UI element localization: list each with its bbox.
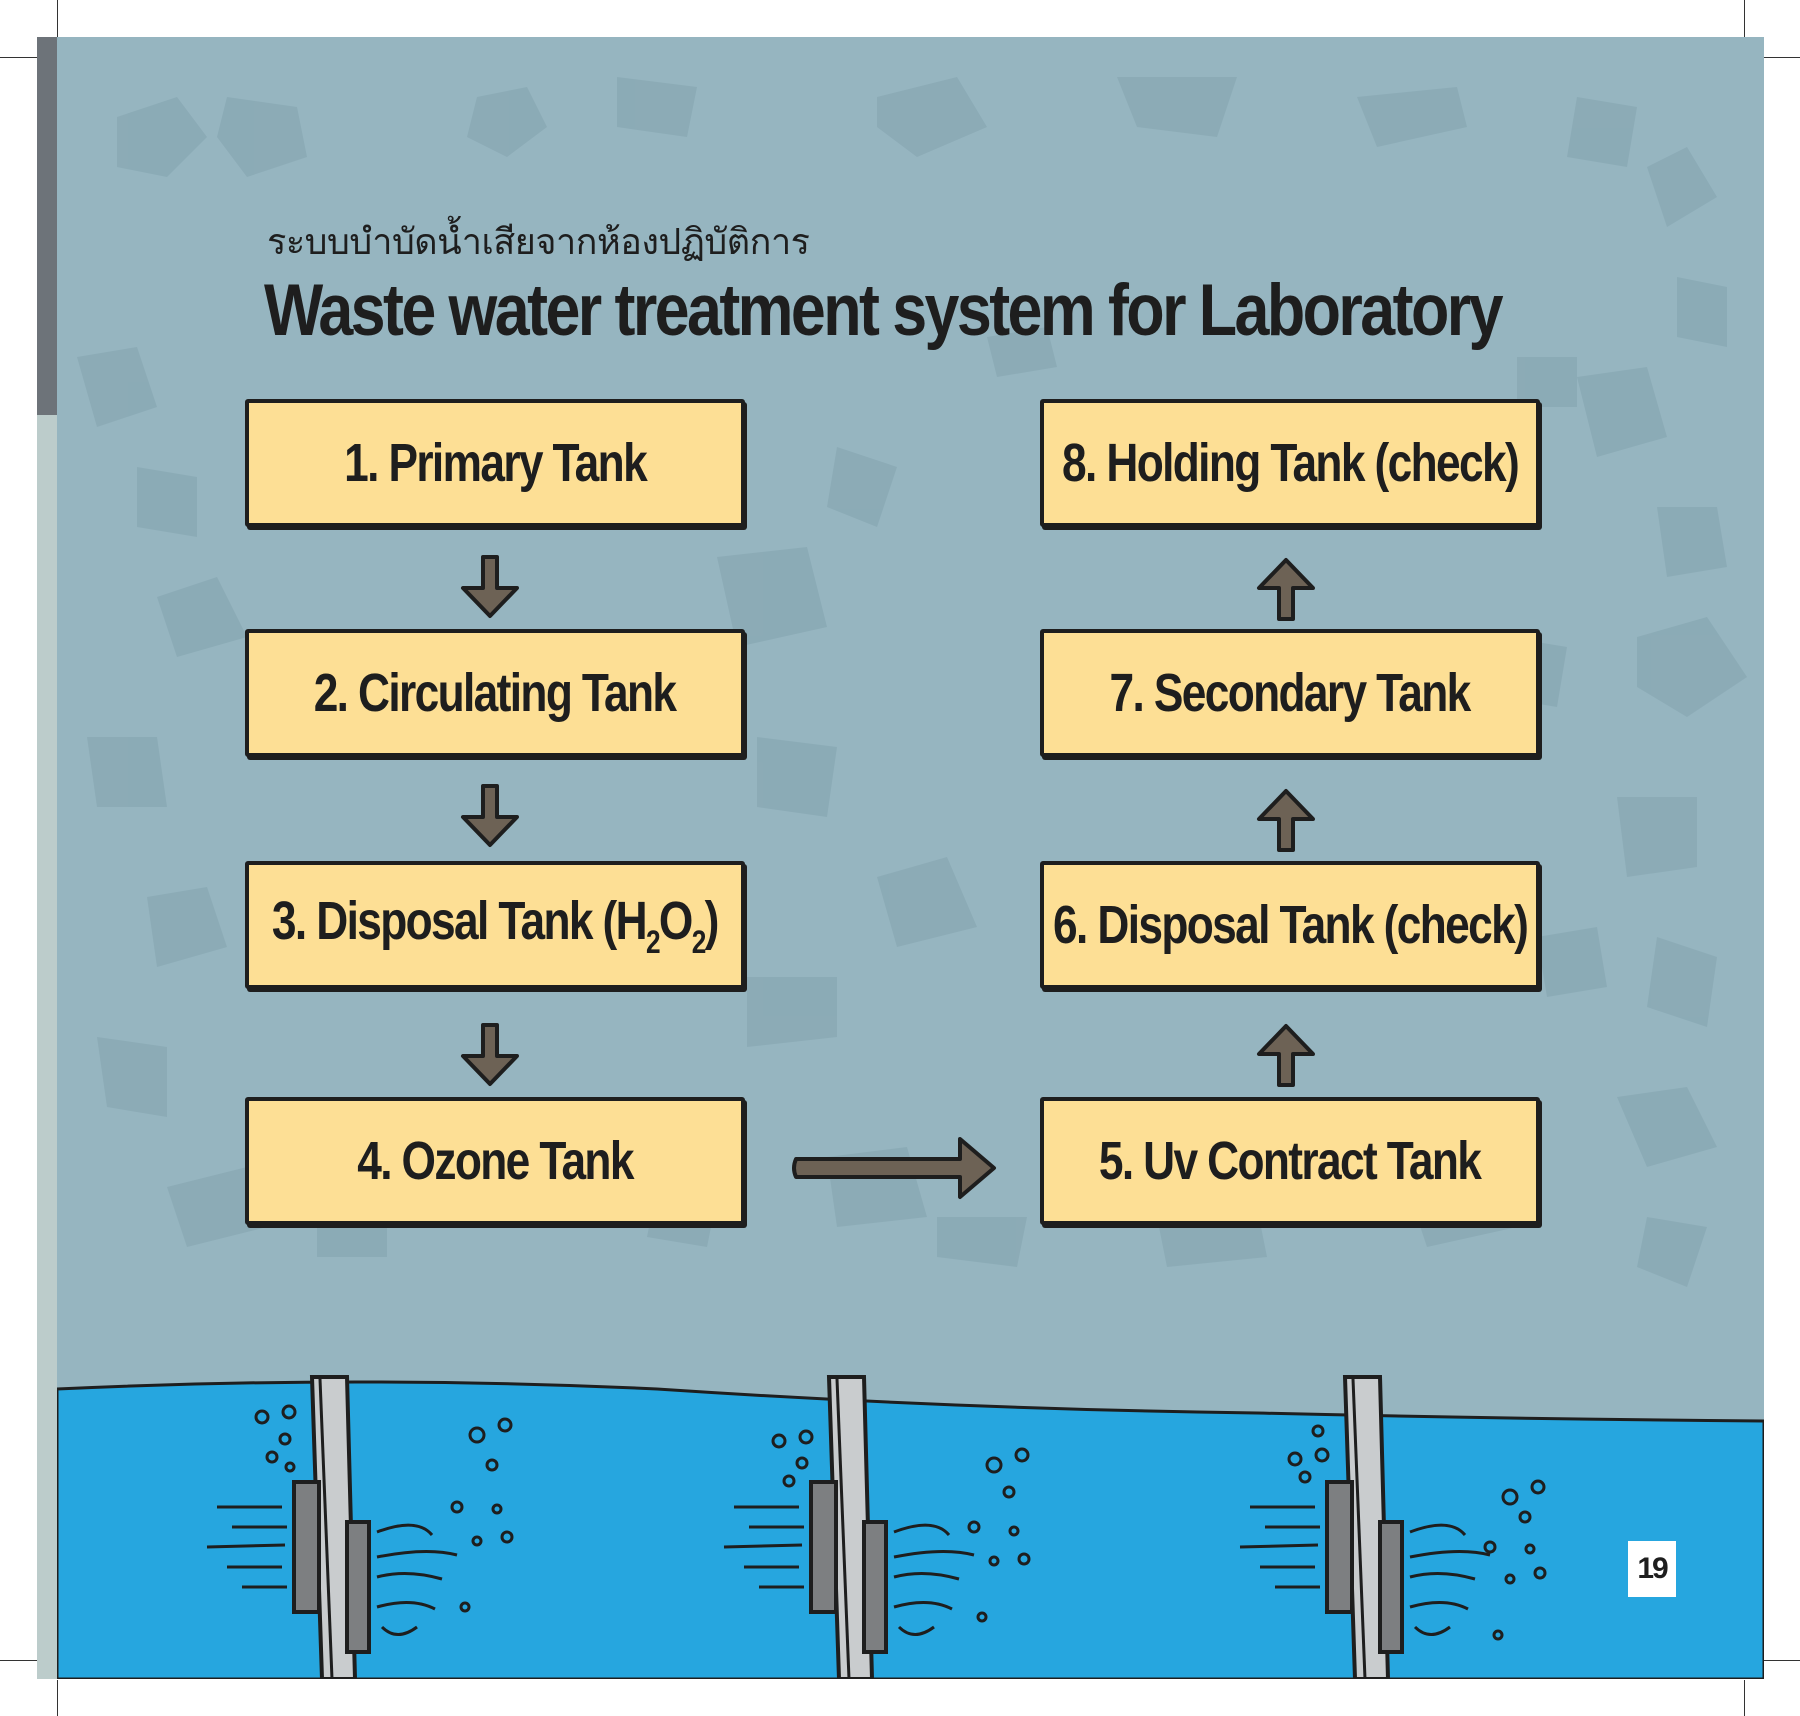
down-arrow-icon	[461, 784, 519, 847]
step-label: 2. Circulating Tank	[314, 663, 677, 723]
background-rocks	[77, 77, 1747, 1287]
step-box-holding-tank-check: 8. Holding Tank (check)	[1040, 399, 1540, 527]
subscript: 2	[646, 923, 661, 960]
trim-mark	[1764, 1660, 1800, 1661]
trim-mark	[57, 0, 58, 37]
page-number-badge: 19	[1628, 1541, 1676, 1597]
subscript: 2	[691, 923, 707, 960]
step-box-secondary-tank: 7. Secondary Tank	[1040, 629, 1540, 757]
step-box-primary-tank: 1. Primary Tank	[245, 399, 745, 527]
step-label: 4. Ozone Tank	[357, 1131, 634, 1191]
trim-mark	[1744, 1680, 1745, 1716]
step-box-disposal-tank-h2o2: 3. Disposal Tank (H2O2)	[245, 861, 745, 989]
step-label: 3. Disposal Tank (H2O2)	[272, 890, 720, 961]
step-label: 7. Secondary Tank	[1109, 663, 1472, 723]
subtitle-thai: ระบบบำบัดน้ำเสียจากห้องปฏิบัติการ	[267, 222, 810, 263]
page-number: 19	[1637, 1552, 1668, 1585]
trim-mark	[57, 1680, 58, 1716]
up-arrow-icon	[1257, 1024, 1315, 1087]
step-label: 5. Uv Contract Tank	[1099, 1131, 1482, 1191]
up-arrow-icon	[1257, 789, 1315, 852]
step-box-uv-contract-tank: 5. Uv Contract Tank	[1040, 1097, 1540, 1225]
step-label: 1. Primary Tank	[344, 433, 648, 493]
down-arrow-icon	[461, 555, 519, 618]
step-label: 6. Disposal Tank (check)	[1052, 895, 1529, 955]
trim-mark	[0, 1660, 37, 1661]
page-title: Waste water treatment system for Laborat…	[264, 270, 1503, 351]
spine-strip-light	[37, 415, 57, 1679]
right-arrow-icon	[792, 1137, 996, 1199]
aerator-icon	[206, 1375, 514, 1679]
step-label-mid: O	[659, 890, 693, 951]
trim-mark	[0, 57, 37, 58]
step-box-ozone-tank: 4. Ozone Tank	[245, 1097, 745, 1225]
trim-mark	[1744, 0, 1745, 37]
step-label-suffix: )	[704, 890, 720, 951]
down-arrow-icon	[461, 1023, 519, 1086]
step-box-disposal-tank-check: 6. Disposal Tank (check)	[1040, 861, 1540, 989]
aerator-icon	[1239, 1375, 1547, 1679]
step-box-circulating-tank: 2. Circulating Tank	[245, 629, 745, 757]
page-panel: ระบบบำบัดน้ำเสียจากห้องปฏิบัติการ Waste …	[57, 37, 1764, 1679]
spine-strip-dark	[37, 37, 57, 415]
water-illustration	[57, 1375, 1764, 1679]
trim-mark	[1764, 57, 1800, 58]
step-label-prefix: 3. Disposal Tank (H	[272, 890, 648, 951]
step-label: 8. Holding Tank (check)	[1062, 433, 1520, 493]
aerator-icon	[723, 1375, 1031, 1679]
up-arrow-icon	[1257, 558, 1315, 621]
